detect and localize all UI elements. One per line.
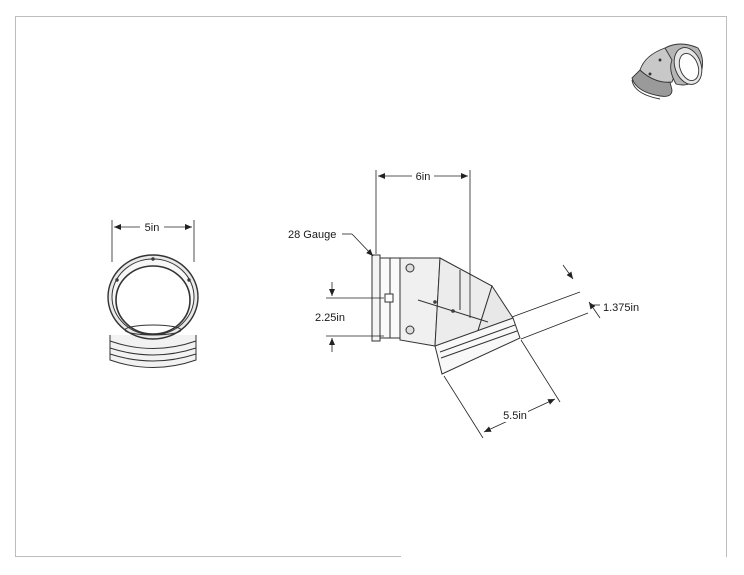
front-width-label: 5in [145, 222, 160, 234]
gauge-label: 28 Gauge [288, 229, 336, 241]
outlet-label: 5.5in [503, 410, 527, 422]
sheet-border-top [15, 16, 727, 17]
collar-label: 2.25in [315, 312, 345, 324]
sheet-border-right [726, 16, 727, 557]
gauge-leader [342, 233, 374, 257]
dimension-crimp [511, 264, 601, 340]
side-view-elbow [371, 254, 521, 375]
dimension-collar [326, 282, 384, 352]
front-view [107, 254, 199, 368]
crimp-label: 1.375in [603, 302, 639, 314]
sheet-border-left [15, 16, 16, 557]
overall-width-label: 6in [416, 171, 431, 183]
isometric-thumbnail [631, 43, 703, 100]
sheet-border-bottom [15, 556, 401, 557]
